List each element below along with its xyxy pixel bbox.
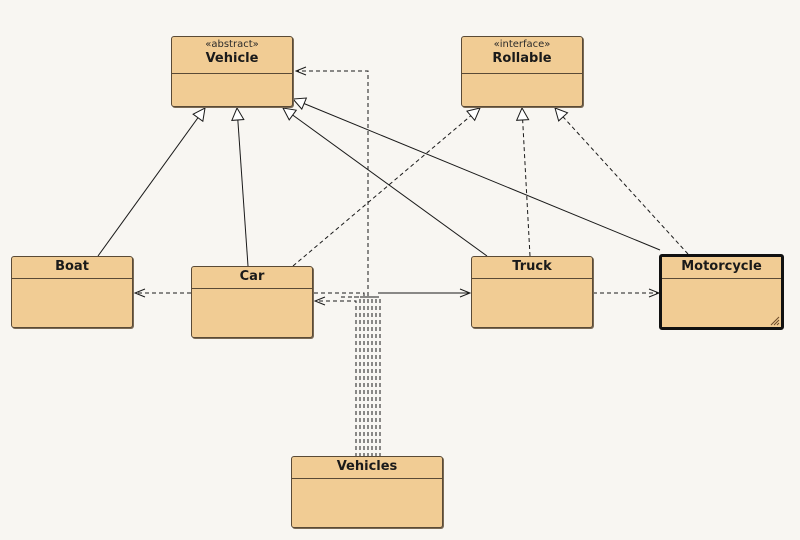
class-truck[interactable]: Truck <box>471 256 593 328</box>
stereotype-label: «abstract» <box>205 39 259 50</box>
class-rollable-header: «interface» Rollable <box>462 37 582 74</box>
resize-grip-icon[interactable] <box>768 314 780 326</box>
class-car-header: Car <box>192 267 312 289</box>
dependency-vehicles-car-3[interactable] <box>313 292 365 457</box>
class-motorcycle-header: Motorcycle <box>662 257 781 279</box>
generalization-truck-vehicle[interactable] <box>283 108 488 257</box>
class-vehicles-header: Vehicles <box>292 457 442 479</box>
realization-truck-rollable[interactable] <box>522 108 531 257</box>
generalization-motorcycle-vehicle[interactable] <box>293 99 661 251</box>
class-name: Boat <box>55 259 89 274</box>
dependency-vehicles-car-4[interactable] <box>354 296 373 457</box>
class-name: Truck <box>512 259 552 274</box>
class-boat-header: Boat <box>12 257 132 279</box>
class-vehicle-header: «abstract» Vehicle <box>172 37 292 74</box>
class-name: Vehicle <box>205 51 259 66</box>
class-truck-header: Truck <box>472 257 592 279</box>
class-name: Vehicles <box>336 459 398 474</box>
stereotype-label: «interface» <box>493 39 551 50</box>
generalization-car-vehicle[interactable] <box>237 108 249 267</box>
class-name: Motorcycle <box>681 259 762 274</box>
realization-car-rollable[interactable] <box>292 108 480 267</box>
class-name: Rollable <box>492 51 552 66</box>
class-rollable[interactable]: «interface» Rollable <box>461 36 583 107</box>
class-name: Car <box>239 269 265 284</box>
realization-motorcycle-rollable[interactable] <box>555 108 689 255</box>
class-motorcycle[interactable]: Motorcycle <box>659 254 784 330</box>
class-car[interactable]: Car <box>191 266 313 338</box>
generalization-boat-vehicle[interactable] <box>97 108 205 257</box>
class-vehicle[interactable]: «abstract» Vehicle <box>171 36 293 107</box>
class-vehicles[interactable]: Vehicles <box>291 456 443 528</box>
dependency-vehicles-car-2[interactable] <box>340 296 361 457</box>
dependency-vehicles-car-5[interactable] <box>360 296 377 457</box>
dependency-vehicles-car-1[interactable] <box>315 301 357 457</box>
class-boat[interactable]: Boat <box>11 256 133 328</box>
dependency-vehicles-vehicle[interactable] <box>296 71 369 457</box>
dependency-vehicles-car-6[interactable] <box>366 296 381 457</box>
